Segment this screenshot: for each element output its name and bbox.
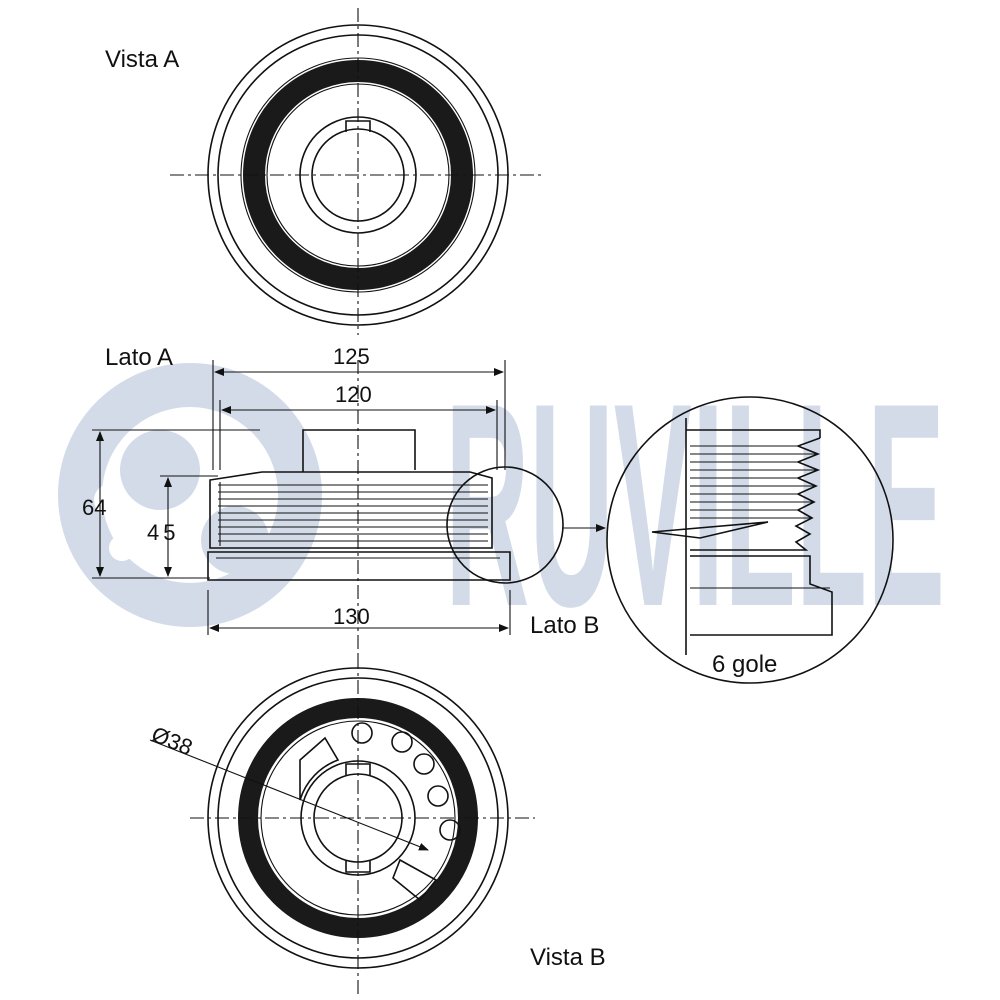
dimension-lines: [92, 360, 511, 635]
dimension-120: 120: [335, 382, 372, 407]
groove-detail-view: [606, 396, 894, 684]
groove-detail-lines: [690, 445, 818, 519]
dimension-diameter-38: Ø38: [148, 721, 196, 760]
vista-b-holes: [351, 722, 461, 841]
vista-b-view: [149, 655, 535, 995]
lato-b-label: Lato B: [530, 612, 599, 639]
ruville-logo-mark: [58, 363, 322, 627]
dimension-64: 64: [82, 495, 106, 520]
vista-a-view: [170, 8, 545, 335]
lato-a-label: Lato A: [105, 344, 173, 371]
dimension-130: 130: [333, 604, 370, 629]
dimension-45: 45: [147, 520, 179, 545]
dimension-125: 125: [333, 344, 370, 369]
vista-b-label: Vista B: [530, 944, 606, 971]
grooves-count-label: 6 gole: [712, 651, 777, 678]
vista-a-label: Vista A: [105, 46, 179, 73]
side-view-grooves: [218, 482, 488, 546]
side-view-pulley: [207, 360, 606, 655]
ruville-logo-text: RUVILLE: [445, 343, 945, 667]
ruville-logo-watermark: RUVILLE: [58, 343, 945, 667]
